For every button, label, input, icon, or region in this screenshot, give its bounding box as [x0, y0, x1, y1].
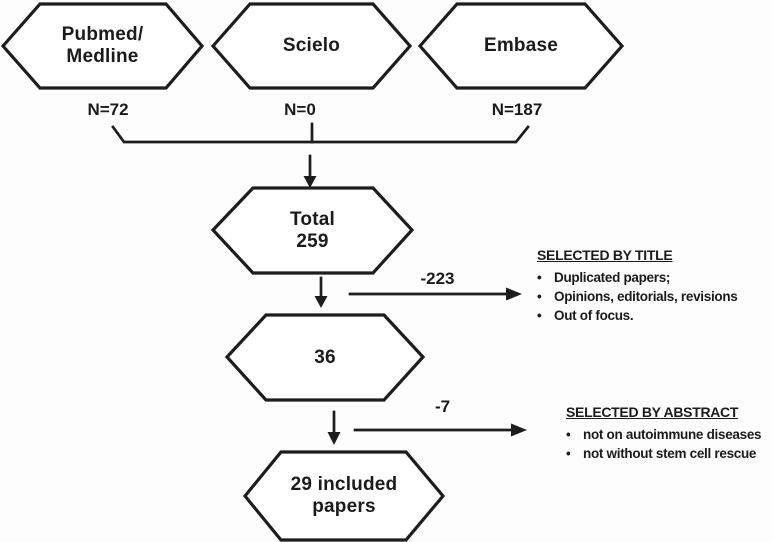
list-item: • Out of focus. — [537, 306, 772, 325]
hexagon-screened — [224, 313, 426, 402]
node-line: Scielo — [282, 35, 341, 56]
excluded-by-title-count: -223 — [420, 269, 455, 288]
node-line: 29 included — [290, 474, 398, 495]
node-line: Embase — [483, 35, 559, 56]
node-line: Medline — [66, 46, 139, 67]
list-item-text: not on autoimmune diseases — [583, 427, 762, 442]
node-line: 36 — [314, 346, 336, 368]
arrow-total-to-screened — [314, 276, 328, 308]
bullet-icon: • — [566, 446, 571, 461]
node-line: Total — [290, 208, 335, 230]
hexagon-embase — [417, 2, 625, 90]
count-pubmed: N=72 — [87, 100, 129, 119]
merge-bracket — [111, 125, 530, 144]
list-item-text: Duplicated papers; — [554, 270, 671, 285]
hexagon-scielo — [210, 2, 413, 90]
arrow-exclusion-abstract — [353, 423, 527, 437]
selected-by-title-list: • Duplicated papers; • Opinions, editori… — [537, 268, 772, 325]
list-item-text: Out of focus. — [554, 308, 634, 323]
list-item: • not on autoimmune diseases — [566, 425, 772, 444]
list-item-text: not without stem cell rescue — [583, 446, 757, 461]
bullet-icon: • — [566, 427, 571, 442]
node-screened: 36 — [227, 315, 423, 400]
list-item-text: Opinions, editorials, revisions — [554, 289, 738, 304]
selected-by-title-block: SELECTED BY TITLE • Duplicated papers; •… — [537, 247, 772, 325]
node-pubmed-medline: Pubmed/ Medline — [3, 4, 202, 88]
selected-by-abstract-block: SELECTED BY ABSTRACT • not on autoimmune… — [566, 404, 772, 463]
node-line: papers — [312, 496, 376, 517]
count-scielo: N=0 — [284, 100, 316, 119]
arrow-exclusion-title — [348, 287, 522, 301]
arrow-bracket-to-total — [303, 154, 317, 188]
hexagon-total — [210, 186, 415, 275]
node-included: 29 included papers — [245, 452, 443, 540]
hexagon-included — [242, 450, 446, 542]
node-line: Pubmed/ — [61, 24, 144, 45]
node-embase: Embase — [420, 4, 622, 88]
count-embase: N=187 — [491, 100, 543, 119]
node-scielo: Scielo — [213, 4, 410, 88]
bullet-icon: • — [537, 308, 542, 323]
node-total: Total 259 — [213, 188, 412, 273]
hexagon-pubmed-medline — [0, 2, 205, 90]
excluded-by-abstract-count: -7 — [434, 397, 451, 416]
list-item: • Opinions, editorials, revisions — [537, 287, 772, 306]
selected-by-title-heading: SELECTED BY TITLE — [537, 247, 673, 263]
list-item: • Duplicated papers; — [537, 268, 772, 287]
selected-by-abstract-list: • not on autoimmune diseases • not witho… — [566, 425, 772, 463]
bullet-icon: • — [537, 289, 542, 304]
bullet-icon: • — [537, 270, 542, 285]
node-line: 259 — [296, 230, 329, 252]
arrow-screened-to-included — [327, 410, 341, 445]
list-item: • not without stem cell rescue — [566, 444, 772, 463]
selected-by-abstract-heading: SELECTED BY ABSTRACT — [566, 404, 739, 420]
